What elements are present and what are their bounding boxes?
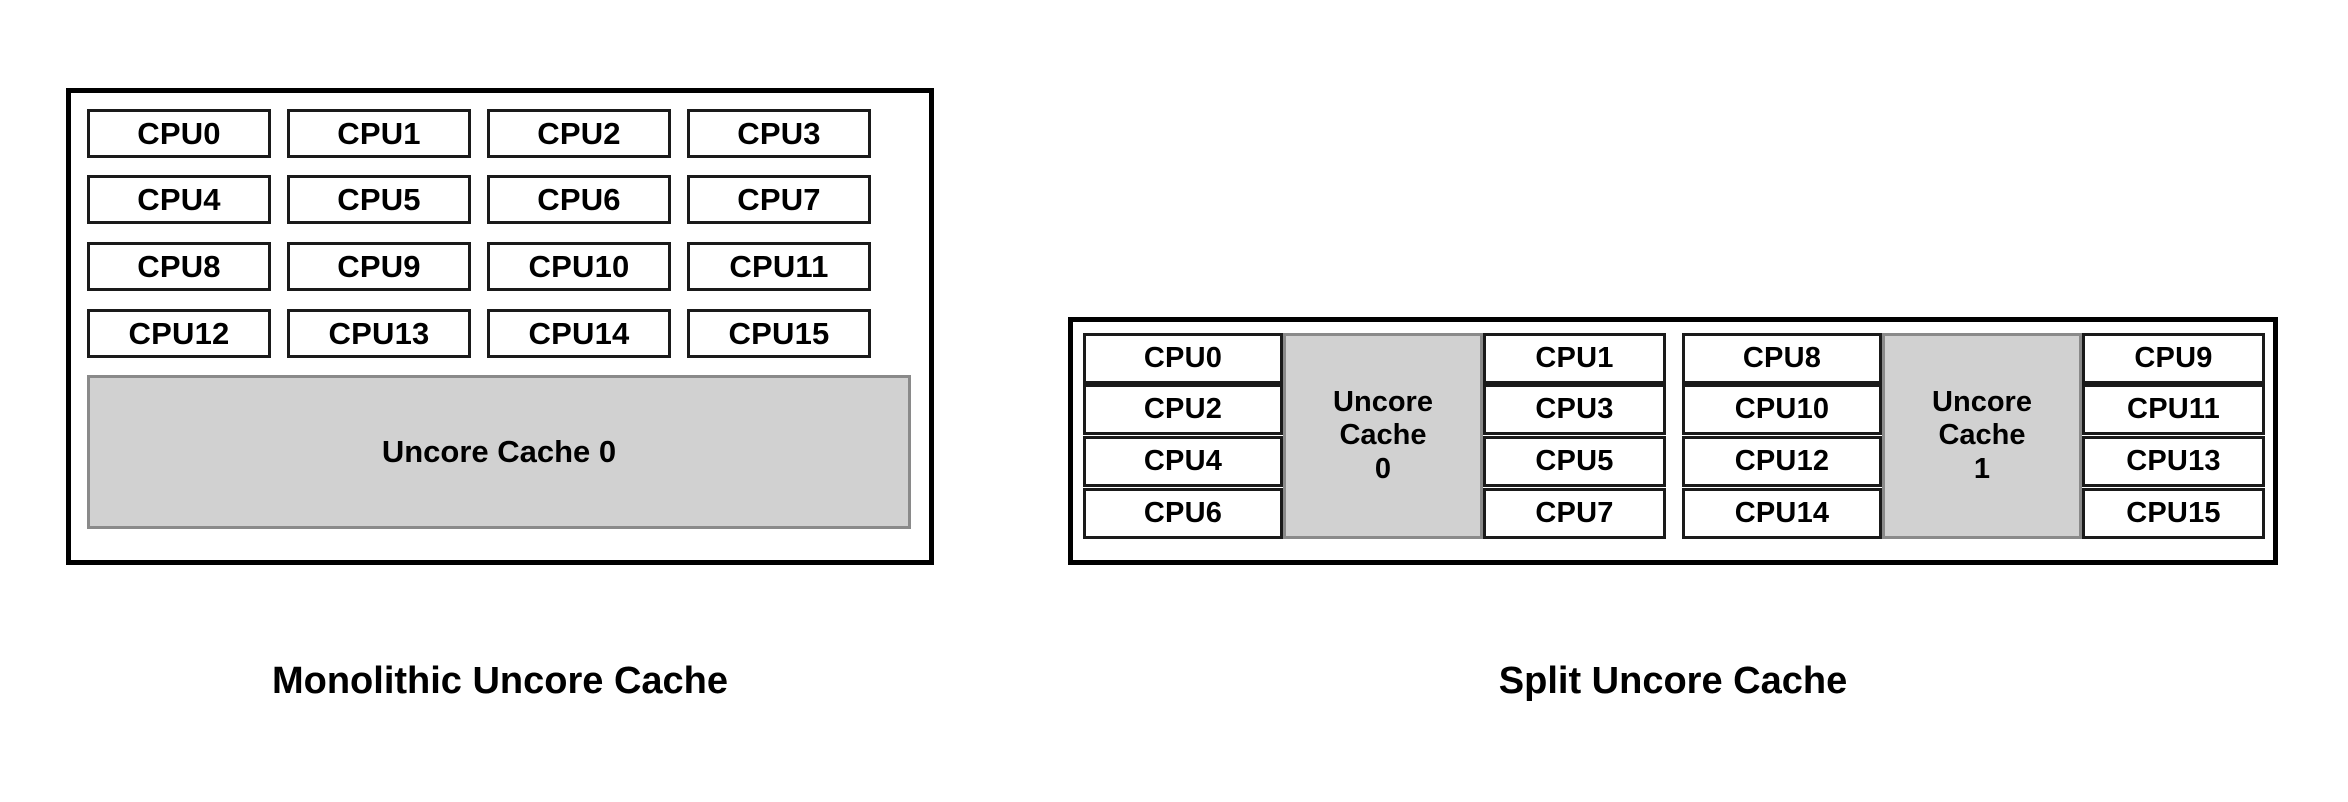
monolithic-caption: Monolithic Uncore Cache <box>271 660 729 702</box>
split-caption: Split Uncore Cache <box>1498 660 1848 702</box>
cluster-1-cpu-box-11: CPU11 <box>2082 384 2265 435</box>
cluster-0-cpu-box-0: CPU0 <box>1083 333 1283 384</box>
split-socket-boundary: CPU0 CPU2 CPU4 CPU6 Uncore Cache 0 CPU1 … <box>1068 317 2278 565</box>
uncore-cache-1-label-line-2: Cache <box>1938 419 2026 452</box>
cluster-1-cpu-box-8: CPU8 <box>1682 333 1882 384</box>
uncore-cache-0-box: Uncore Cache 0 <box>1283 333 1483 539</box>
cluster-1-cpu-box-13: CPU13 <box>2082 436 2265 487</box>
cluster-0-cpu-box-4: CPU4 <box>1083 436 1283 487</box>
cpu-box-7: CPU7 <box>687 175 871 224</box>
uncore-cache-0-label-line-2: Cache <box>1339 419 1427 452</box>
cpu-box-6: CPU6 <box>487 175 671 224</box>
cpu-box-3: CPU3 <box>687 109 871 158</box>
cpu-box-10: CPU10 <box>487 242 671 291</box>
cpu-box-4: CPU4 <box>87 175 271 224</box>
cpu-box-14: CPU14 <box>487 309 671 358</box>
uncore-cache-1-label-line-3: 1 <box>1973 452 1991 485</box>
uncore-cache-0-box: Uncore Cache 0 <box>87 375 911 529</box>
cpu-box-12: CPU12 <box>87 309 271 358</box>
cluster-1-cpu-box-15: CPU15 <box>2082 488 2265 539</box>
cpu-box-8: CPU8 <box>87 242 271 291</box>
monolithic-uncore-cache-figure: CPU0 CPU1 CPU2 CPU3 CPU4 CPU5 CPU6 CPU7 … <box>0 0 1000 802</box>
cluster-1-cpu-box-12: CPU12 <box>1682 436 1882 487</box>
uncore-cache-0-label: Uncore Cache 0 <box>381 434 617 469</box>
cluster-1: CPU8 CPU10 CPU12 CPU14 Uncore Cache 1 CP… <box>1682 333 2265 539</box>
cpu-box-13: CPU13 <box>287 309 471 358</box>
cluster-0-cpu-box-1: CPU1 <box>1483 333 1666 384</box>
cpu-box-9: CPU9 <box>287 242 471 291</box>
uncore-cache-0-label-line-3: 0 <box>1374 452 1392 485</box>
cluster-1-cpu-box-9: CPU9 <box>2082 333 2265 384</box>
cluster-0-cpu-box-2: CPU2 <box>1083 384 1283 435</box>
cluster-0: CPU0 CPU2 CPU4 CPU6 Uncore Cache 0 CPU1 … <box>1083 333 1666 539</box>
cpu-box-1: CPU1 <box>287 109 471 158</box>
cluster-1-cpu-box-10: CPU10 <box>1682 384 1882 435</box>
cluster-0-cpu-box-5: CPU5 <box>1483 436 1666 487</box>
cpu-box-2: CPU2 <box>487 109 671 158</box>
uncore-cache-1-box: Uncore Cache 1 <box>1882 333 2082 539</box>
cpu-box-0: CPU0 <box>87 109 271 158</box>
uncore-cache-0-label-line-1: Uncore <box>1333 386 1433 419</box>
uncore-cache-1-label-line-1: Uncore <box>1932 386 2032 419</box>
cpu-box-15: CPU15 <box>687 309 871 358</box>
cpu-box-5: CPU5 <box>287 175 471 224</box>
cluster-0-cpu-box-3: CPU3 <box>1483 384 1666 435</box>
cluster-0-cpu-box-7: CPU7 <box>1483 488 1666 539</box>
cpu-box-11: CPU11 <box>687 242 871 291</box>
monolithic-socket-boundary: CPU0 CPU1 CPU2 CPU3 CPU4 CPU5 CPU6 CPU7 … <box>66 88 934 565</box>
cluster-1-cpu-box-14: CPU14 <box>1682 488 1882 539</box>
cluster-0-cpu-box-6: CPU6 <box>1083 488 1283 539</box>
